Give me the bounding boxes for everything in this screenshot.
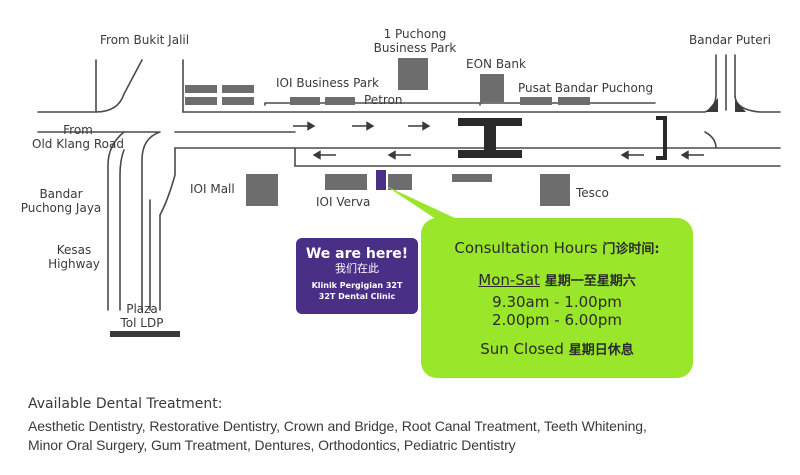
road-edge-lower-2 — [159, 147, 176, 216]
label-line: Highway — [48, 257, 100, 271]
road-network — [37, 54, 781, 311]
we-are-here-callout: We are here! 我们在此 Klinik Pergigian 32T 3… — [296, 238, 418, 314]
label-line: Old Klang Road — [32, 137, 124, 151]
building — [558, 97, 590, 105]
toll-plaza — [110, 331, 180, 337]
here-title-cn: 我们在此 — [335, 262, 379, 275]
consultation-hours-callout: Consultation Hours 门诊时间: Mon-Sat 星期一至星期六… — [421, 218, 693, 378]
buildings — [185, 58, 590, 206]
hours-days: Mon-Sat 星期一至星期六 — [421, 270, 693, 289]
label-line: Bandar — [39, 187, 83, 201]
treatment-title: Available Dental Treatment: — [28, 396, 223, 412]
label-line: Puchong Jaya — [20, 201, 102, 215]
arrow-left-icon — [312, 150, 336, 160]
building — [452, 174, 492, 182]
triangle-marker-1 — [706, 98, 718, 112]
building — [290, 97, 320, 105]
label-line: Kesas — [56, 243, 92, 257]
direction-arrows — [293, 121, 704, 160]
label-line: Plaza — [126, 302, 158, 316]
right-bracket — [656, 116, 667, 160]
arrow-right-icon — [293, 121, 316, 131]
location-map — [37, 54, 781, 337]
kesas-road — [107, 131, 125, 311]
triangle-marker-2 — [735, 100, 746, 112]
label-1-puchong: 1 Puchong Business Park — [370, 27, 460, 55]
clinic-marker — [376, 170, 386, 190]
hours-days-cn: 星期一至星期六 — [544, 274, 636, 289]
label-line: From — [63, 123, 93, 137]
arrow-left-icon — [680, 150, 704, 160]
building — [185, 97, 217, 105]
building — [325, 97, 355, 105]
building — [222, 85, 254, 93]
hours-time-morning: 9.30am - 1.00pm — [492, 293, 622, 311]
hours-days-en: Mon-Sat — [478, 271, 540, 289]
building — [520, 97, 552, 105]
service-road-upper-2 — [479, 102, 656, 106]
arrow-right-icon — [352, 121, 375, 131]
label-plaza-tol-ldp: Plaza Tol LDP — [112, 302, 172, 330]
label-line: 1 Puchong — [383, 27, 447, 41]
label-petron: Petron — [364, 93, 403, 107]
road-edge-upper — [37, 59, 143, 113]
hours-closed-cn: 星期日休息 — [568, 343, 634, 358]
building — [540, 174, 570, 206]
hours-title-cn: 门诊时间: — [602, 242, 660, 257]
building — [480, 74, 504, 102]
building — [388, 174, 412, 190]
clinic-name-malay: Klinik Pergigian 32T — [311, 281, 403, 290]
hours-closed: Sun Closed 星期日休息 — [421, 339, 693, 358]
building — [222, 97, 254, 105]
callout-pointer — [386, 186, 470, 225]
treatment-line: Aesthetic Dentistry, Restorative Dentist… — [28, 418, 647, 434]
building — [398, 58, 428, 90]
label-ioi-verva: IOI Verva — [316, 195, 371, 209]
hours-title-en: Consultation Hours — [454, 239, 598, 257]
label-tesco: Tesco — [576, 186, 609, 200]
label-eon-bank: EON Bank — [466, 57, 526, 71]
treatment-line: Minor Oral Surgery, Gum Treatment, Dentu… — [28, 437, 516, 453]
interchange-marker — [458, 118, 522, 158]
right-road-3 — [704, 131, 717, 149]
arrow-left-icon — [620, 150, 644, 160]
arrow-left-icon — [387, 150, 411, 160]
building — [246, 174, 278, 206]
label-from-bukit-jalil: From Bukit Jalil — [100, 33, 190, 47]
label-ioi-business-park: IOI Business Park — [276, 76, 380, 90]
kesas-road-2 — [119, 149, 125, 311]
label-kesas-highway: Kesas Highway — [44, 243, 104, 271]
label-ioi-mall: IOI Mall — [190, 182, 235, 196]
hours-closed-en: Sun Closed — [480, 340, 564, 358]
clinic-name-english: 32T Dental Clinic — [318, 292, 396, 301]
right-road-1 — [734, 54, 781, 113]
label-line: Tol LDP — [120, 316, 164, 330]
road-edge-lower — [37, 131, 161, 311]
label-bandar-puteri: Bandar Puteri — [689, 33, 771, 47]
here-title: We are here! — [305, 246, 409, 262]
label-pusat-bandar-puchong: Pusat Bandar Puchong — [518, 81, 654, 95]
label-bandar-puchong-jaya: Bandar Puchong Jaya — [20, 187, 102, 215]
building — [185, 85, 217, 93]
hours-time-afternoon: 2.00pm - 6.00pm — [491, 311, 622, 329]
arrow-right-icon — [408, 121, 431, 131]
hours-title: Consultation Hours 门诊时间: — [421, 238, 693, 257]
label-from-old-klang-road: From Old Klang Road — [28, 123, 128, 151]
building — [325, 174, 367, 190]
service-road-upper — [264, 102, 481, 106]
label-line: Business Park — [373, 41, 457, 55]
